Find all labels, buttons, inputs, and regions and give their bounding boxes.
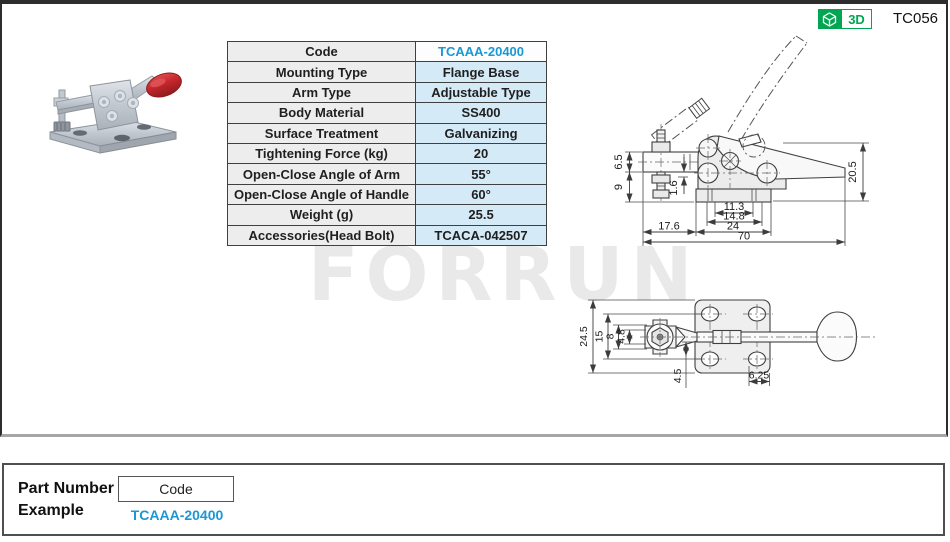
spec-value: 25.5 bbox=[415, 204, 548, 226]
dim-24-5: 24.5 bbox=[578, 326, 590, 347]
dim-17-6: 17.6 bbox=[658, 221, 679, 233]
spec-table-row: Tightening Force (kg) 20 bbox=[226, 142, 548, 165]
title-line-2: Example bbox=[18, 501, 84, 519]
product-photo-toggle-clamp bbox=[49, 72, 182, 154]
spec-label: Weight (g) bbox=[226, 204, 417, 226]
part-number-example-box: Part Number Example Code TCAAA-20400 bbox=[2, 463, 945, 536]
part-number-example-title: Part Number Example bbox=[18, 478, 114, 521]
forrun-watermark: FORRUN bbox=[308, 232, 700, 318]
spec-label: Surface Treatment bbox=[226, 122, 417, 144]
spec-table-body: Code TCAAA-20400 Mounting Type Flange Ba… bbox=[226, 40, 548, 246]
spec-value: Galvanizing bbox=[415, 122, 548, 144]
spec-table-row: Surface Treatment Galvanizing bbox=[226, 122, 548, 144]
spec-table-row: Open-Close Angle of Handle 60° bbox=[226, 183, 548, 206]
spec-label: Accessories(Head Bolt) bbox=[226, 224, 417, 246]
spec-table-row: Mounting Type Flange Base bbox=[226, 61, 548, 83]
example-code-value: TCAAA-20400 bbox=[130, 507, 224, 523]
spec-value: Flange Base bbox=[415, 61, 548, 83]
dim-1-6: 1.6 bbox=[668, 180, 680, 195]
handle-paddle bbox=[816, 311, 858, 362]
dim-15: 15 bbox=[594, 331, 606, 343]
spec-value: 20 bbox=[415, 142, 548, 165]
page-code: TC056 bbox=[893, 10, 939, 27]
lower-bolt bbox=[651, 171, 671, 199]
spec-label: Mounting Type bbox=[226, 61, 417, 83]
spec-value: TCAAA-20400 bbox=[415, 40, 548, 63]
code-label-box: Code bbox=[118, 476, 234, 502]
dim-24: 24 bbox=[727, 221, 739, 233]
spec-label: Tightening Force (kg) bbox=[226, 142, 417, 165]
upper-bolt bbox=[651, 129, 671, 153]
badge-group: 3D bbox=[818, 9, 872, 29]
dim-70: 70 bbox=[738, 231, 750, 243]
dim-4-5: 4.5 bbox=[672, 369, 684, 384]
dim-6-5: 6.5 bbox=[613, 154, 625, 169]
spec-value: SS400 bbox=[415, 102, 548, 124]
side-view-drawing: 6.5 9 1.6 20.5 11.3 14.8 24 17.6 70 bbox=[613, 35, 869, 246]
3d-badge[interactable]: 3D bbox=[818, 9, 872, 29]
spec-value: Adjustable Type bbox=[415, 81, 548, 104]
spec-label: Body Material bbox=[226, 102, 417, 124]
spec-value: 55° bbox=[415, 163, 548, 185]
spec-table-row: Weight (g) 25.5 bbox=[226, 204, 548, 226]
cube-3d-icon bbox=[818, 9, 841, 29]
dim-9: 9 bbox=[613, 184, 625, 190]
dim-6-25: 6.25 bbox=[749, 370, 770, 382]
spec-label: Code bbox=[226, 40, 417, 63]
spec-label: Arm Type bbox=[226, 81, 417, 104]
spec-label: Open-Close Angle of Arm bbox=[226, 163, 417, 185]
dim-20-5: 20.5 bbox=[847, 161, 859, 182]
spec-table: Code TCAAA-20400 Mounting Type Flange Ba… bbox=[226, 40, 548, 246]
spec-table-row: Arm Type Adjustable Type bbox=[226, 81, 548, 104]
top-view-drawing: 24.5 15 8 4.8 4.5 6.25 bbox=[578, 299, 875, 388]
spec-table-row: Accessories(Head Bolt) TCACA-042507 bbox=[226, 224, 548, 246]
spec-label: Open-Close Angle of Handle bbox=[226, 183, 417, 206]
dim-8: 8 bbox=[605, 333, 617, 339]
open-handle-phantom bbox=[727, 35, 808, 141]
spec-table-row: Body Material SS400 bbox=[226, 102, 548, 124]
dim-4-8: 4.8 bbox=[616, 329, 628, 344]
spec-value: 60° bbox=[415, 183, 548, 206]
spec-table-row: Code TCAAA-20400 bbox=[226, 40, 548, 63]
title-line-1: Part Number bbox=[18, 480, 115, 497]
3d-badge-label: 3D bbox=[841, 9, 872, 29]
spec-value: TCACA-042507 bbox=[415, 224, 548, 246]
dim-11-3: 11.3 bbox=[724, 201, 745, 213]
spec-table-row: Open-Close Angle of Arm 55° bbox=[226, 163, 548, 185]
dim-14-8: 14.8 bbox=[723, 211, 744, 223]
closed-handle bbox=[716, 135, 846, 180]
